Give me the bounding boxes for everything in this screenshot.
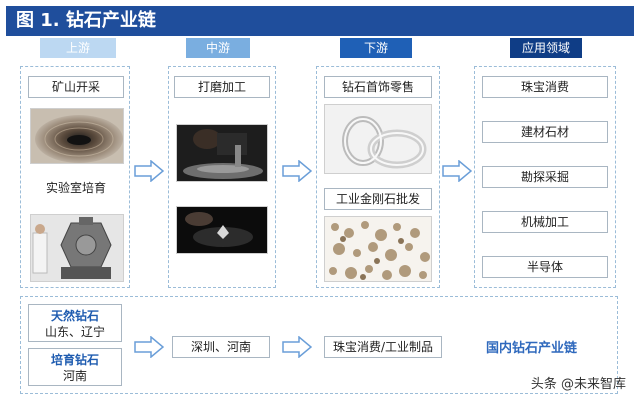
domestic-chain-label: 国内钻石产业链 (486, 341, 578, 356)
lab-machine-image (30, 214, 124, 282)
arrow-right-icon (134, 160, 164, 182)
label-jewelry-retail: 钻石首饰零售 (324, 76, 432, 98)
upstream-panel (20, 66, 130, 288)
app-machining: 机械加工 (482, 211, 608, 233)
cultured-diamond-box: 培育钻石 河南 (28, 348, 122, 386)
arrow-right-icon (134, 336, 164, 358)
app-jewelry: 珠宝消费 (482, 76, 608, 98)
natural-diamond-title: 天然钻石 (50, 309, 99, 323)
domestic-midstream-box: 深圳、河南 (172, 336, 270, 358)
industrial-diamond-image (324, 216, 432, 282)
polishing-closeup-image (176, 206, 268, 254)
app-semiconductor: 半导体 (482, 256, 608, 278)
natural-diamond-region: 山东、辽宁 (44, 325, 105, 339)
natural-diamond-box: 天然钻石 山东、辽宁 (28, 304, 122, 342)
arrow-right-icon (442, 160, 472, 182)
app-exploration: 勘探采掘 (482, 166, 608, 188)
cultured-diamond-region: 河南 (62, 369, 87, 383)
downstream-panel (316, 66, 440, 288)
applications-panel (474, 66, 616, 288)
label-polishing: 打磨加工 (174, 76, 270, 98)
figure-title: 图 1. 钻石产业链 (16, 10, 156, 31)
midstream-panel (168, 66, 276, 288)
arrow-right-icon (282, 160, 312, 182)
stage-upstream: 上游 (40, 38, 116, 58)
cultured-diamond-title: 培育钻石 (50, 353, 99, 367)
mine-pit-image (30, 108, 124, 164)
domestic-downstream-box: 珠宝消费/工业制品 (324, 336, 442, 358)
diamond-ring-image (324, 104, 432, 174)
title-bar: 图 1. 钻石产业链 (6, 6, 634, 36)
stage-downstream: 下游 (340, 38, 412, 58)
watermark: 头条 @未来智库 (530, 377, 626, 392)
label-industrial-wholesale: 工业金刚石批发 (324, 188, 432, 210)
label-mining: 矿山开采 (28, 76, 124, 98)
label-lab-grown: 实验室培育 (28, 178, 124, 200)
domestic-chain-panel (20, 296, 618, 394)
stage-applications: 应用领域 (510, 38, 582, 58)
stage-midstream: 中游 (186, 38, 250, 58)
app-building-materials: 建材石材 (482, 121, 608, 143)
arrow-right-icon (282, 336, 312, 358)
polishing-worker-image (176, 124, 268, 182)
